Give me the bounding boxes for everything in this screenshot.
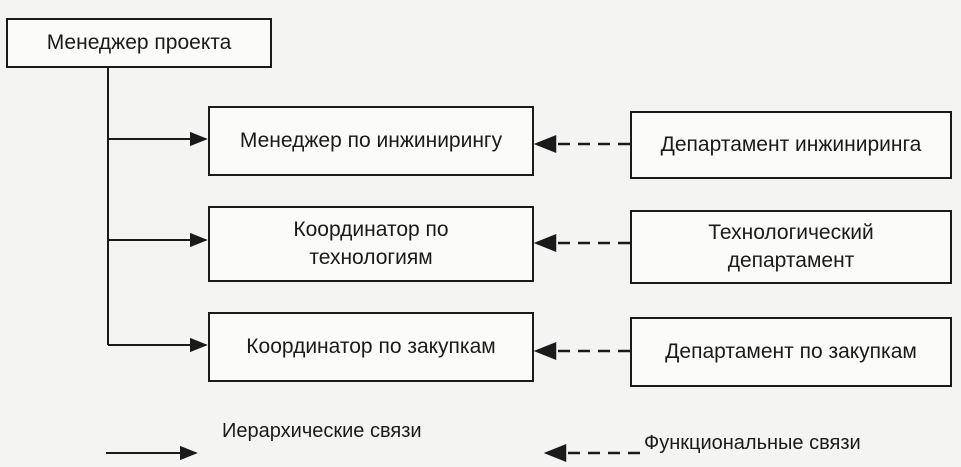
box-project-manager: Менеджер проекта — [6, 18, 272, 68]
box-technology-coordinator: Координатор по технологиям — [208, 206, 534, 282]
legend-functional-label: Функциональные связи — [644, 432, 861, 454]
box-engineering-department-label: Департамент инжиниринга — [660, 132, 922, 156]
box-technology-coordinator-label: Координатор по технологиям — [293, 217, 449, 269]
box-technology-department: Технологический департамент — [630, 210, 952, 284]
box-technology-department-label: Технологический департамент — [708, 220, 874, 272]
box-engineering-manager-label: Менеджер по инжинирингу — [239, 128, 503, 152]
box-procurement-department: Департамент по закупкам — [630, 317, 952, 387]
box-procurement-coordinator-label: Координатор по закупкам — [246, 334, 496, 358]
box-project-manager-label: Менеджер проекта — [46, 30, 232, 54]
box-engineering-department: Департамент инжиниринга — [630, 111, 952, 179]
legend-hierarchical-label: Иерархические связи — [222, 420, 422, 442]
box-procurement-coordinator: Координатор по закупкам — [208, 312, 534, 382]
box-engineering-manager: Менеджер по инжинирингу — [208, 106, 534, 176]
box-procurement-department-label: Департамент по закупкам — [665, 339, 917, 363]
